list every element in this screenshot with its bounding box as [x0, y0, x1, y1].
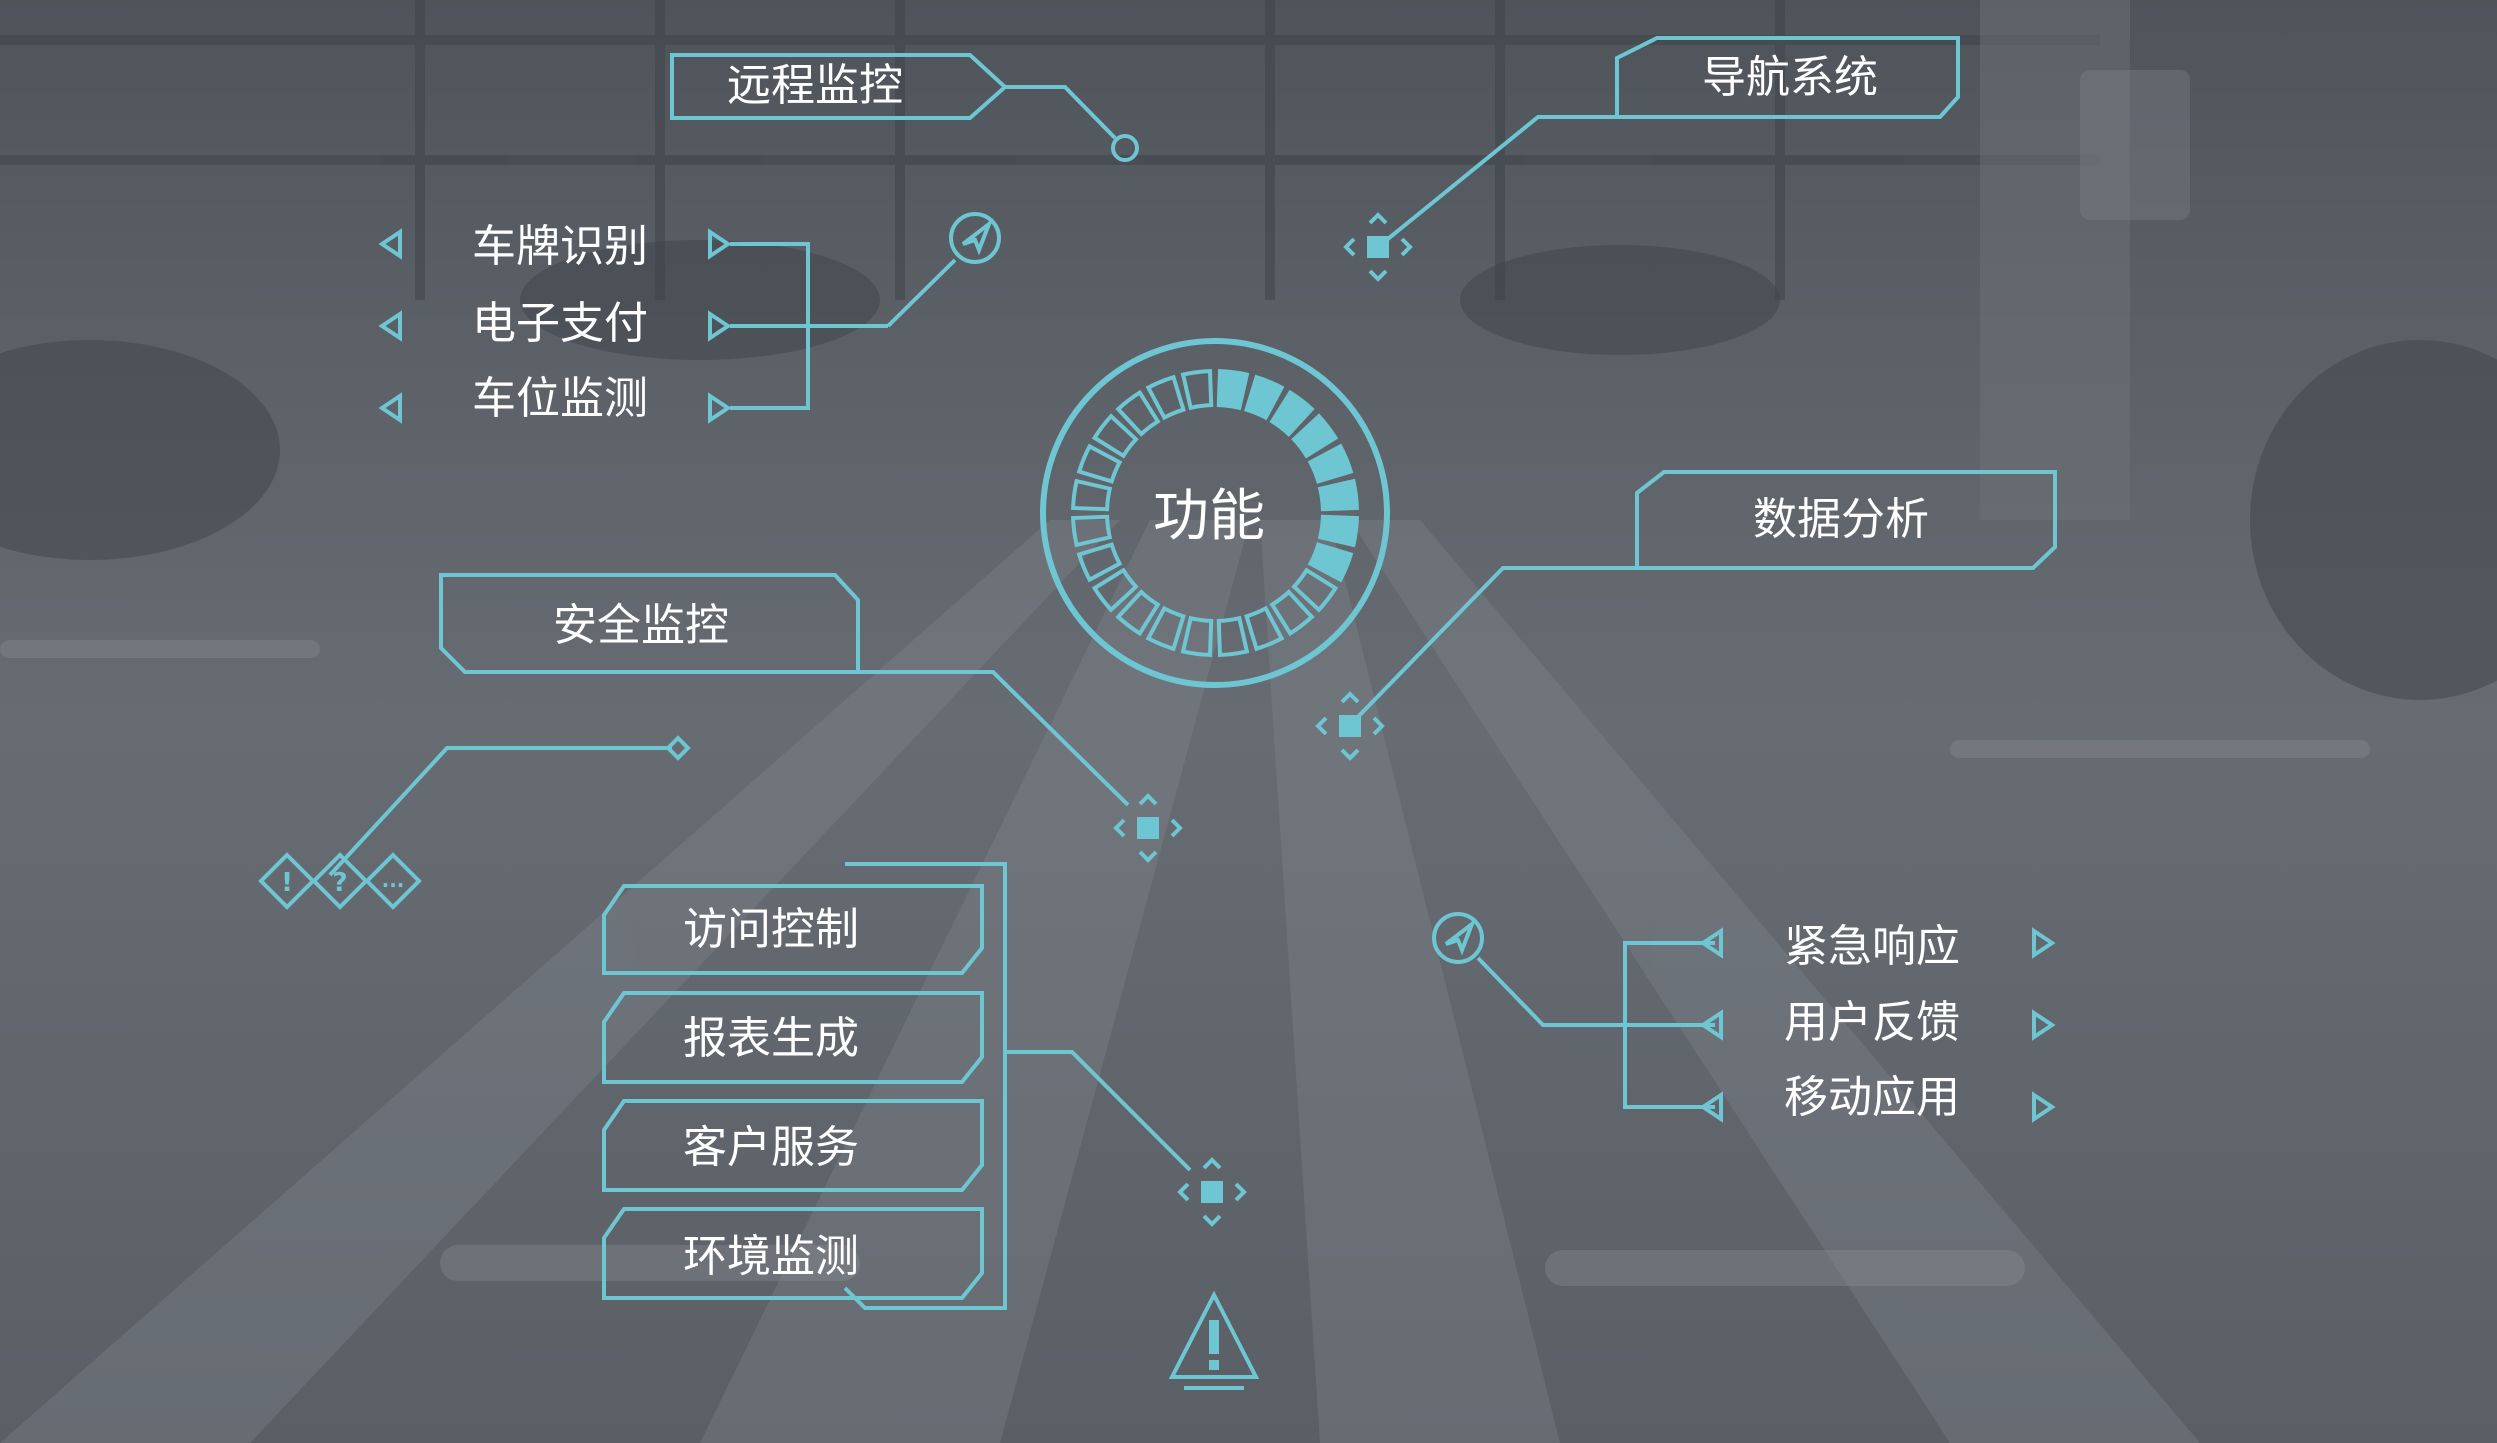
diamond-glyphs: ! ? ...	[281, 868, 404, 898]
hub-segment	[1317, 514, 1359, 548]
left-list-arrow-2	[380, 312, 402, 340]
left-list-arrow-3	[380, 394, 402, 422]
hub-outer-ring	[1040, 338, 1390, 688]
stack-list	[602, 862, 1246, 1310]
hub-segment	[1244, 374, 1285, 421]
right-list-arrow-r-3	[2032, 1093, 2054, 1121]
hub-segment	[1180, 615, 1214, 657]
left-list-arrow-r-3	[708, 394, 730, 422]
navigation-box	[1344, 36, 1960, 281]
remote-monitor-endpoint	[1111, 134, 1139, 162]
more-glyph: ...	[382, 868, 405, 892]
hub-segment	[1317, 478, 1359, 512]
hub-segment	[1076, 443, 1123, 484]
data-analysis-box	[1316, 470, 2057, 760]
hub-segment	[1307, 443, 1354, 484]
floor-streaks	[0, 520, 2200, 1443]
remote-monitor-label[interactable]: 远程监控	[727, 60, 903, 111]
hub-segment	[1115, 589, 1161, 637]
left-list-arrow-r-2	[708, 312, 730, 340]
hub-segment	[1216, 369, 1250, 411]
hub-segment	[1071, 514, 1113, 548]
question-glyph: ?	[332, 868, 347, 898]
hub-segment-ring	[1071, 369, 1359, 657]
right-list-item-3[interactable]: 移动应用	[1784, 1072, 1960, 1123]
hub-segment	[1269, 389, 1315, 437]
left-list-item-3[interactable]: 车位监测	[472, 373, 648, 424]
alert-glyph: !	[281, 868, 293, 898]
right-list-item-1[interactable]: 紧急响应	[1784, 921, 1960, 972]
hub-label: 功能	[1153, 484, 1265, 549]
stack-item-label-3[interactable]: 客户服务	[683, 1122, 859, 1173]
left-list-arrow-r-1	[708, 230, 730, 258]
navigation-dpad-icon	[1344, 213, 1412, 281]
right-list-arrow-r-2	[2032, 1011, 2054, 1039]
hub-segment	[1071, 478, 1113, 512]
central-hub	[1040, 338, 1390, 688]
diamond-alert-icon	[258, 852, 316, 910]
hub-segment	[1145, 605, 1186, 652]
pillar	[1980, 0, 2130, 520]
hub-segment	[1145, 374, 1186, 421]
hub-segment	[1291, 567, 1339, 613]
data-analysis-label[interactable]: 数据分析	[1753, 494, 1929, 545]
left-compass-icon	[949, 212, 1001, 264]
hub-segment	[1216, 615, 1250, 657]
security-dpad-icon	[1114, 794, 1182, 862]
stack-item-label-2[interactable]: 报表生成	[683, 1013, 859, 1064]
pillar-sign	[2080, 70, 2190, 220]
diamond-node-icon	[665, 735, 691, 761]
right-list-connector	[1432, 912, 2054, 1121]
security-monitor-label[interactable]: 安全监控	[553, 600, 729, 651]
right-list-arrow-r-1	[2032, 929, 2054, 957]
hub-segment	[1269, 589, 1315, 637]
stack-item-4	[602, 1207, 984, 1300]
remote-monitor-box	[670, 53, 1139, 162]
hub-segment	[1091, 413, 1139, 459]
stack-item-label-1[interactable]: 访问控制	[683, 904, 859, 955]
hub-segment	[1115, 389, 1161, 437]
warning-triangle-icon	[1168, 1290, 1260, 1390]
hub-segment	[1091, 567, 1139, 613]
security-monitor-box	[439, 573, 1182, 862]
diamond-question-icon	[311, 852, 369, 910]
floor-markings	[0, 640, 2370, 1286]
left-list-item-2[interactable]: 电子支付	[472, 298, 648, 349]
left-list-arrow-1	[380, 230, 402, 258]
left-list-item-1[interactable]: 车牌识别	[472, 221, 648, 272]
hub-segment	[1291, 413, 1339, 459]
stack-item-1	[602, 884, 984, 975]
navigation-label[interactable]: 导航系统	[1702, 52, 1878, 103]
stack-item-2	[602, 991, 984, 1084]
stack-item-label-4[interactable]: 环境监测	[683, 1231, 859, 1282]
hub-segment	[1307, 542, 1354, 583]
diamond-more-icon	[364, 852, 422, 910]
right-compass-icon	[1432, 912, 1484, 964]
hub-segment	[1076, 542, 1123, 583]
right-list-item-2[interactable]: 用户反馈	[1784, 997, 1960, 1048]
hub-segment	[1244, 605, 1285, 652]
hub-segment	[1180, 369, 1214, 411]
stack-item-3	[602, 1099, 984, 1192]
left-decor	[258, 735, 691, 910]
parked-cars	[0, 240, 2497, 700]
left-list-connector	[380, 212, 1001, 422]
